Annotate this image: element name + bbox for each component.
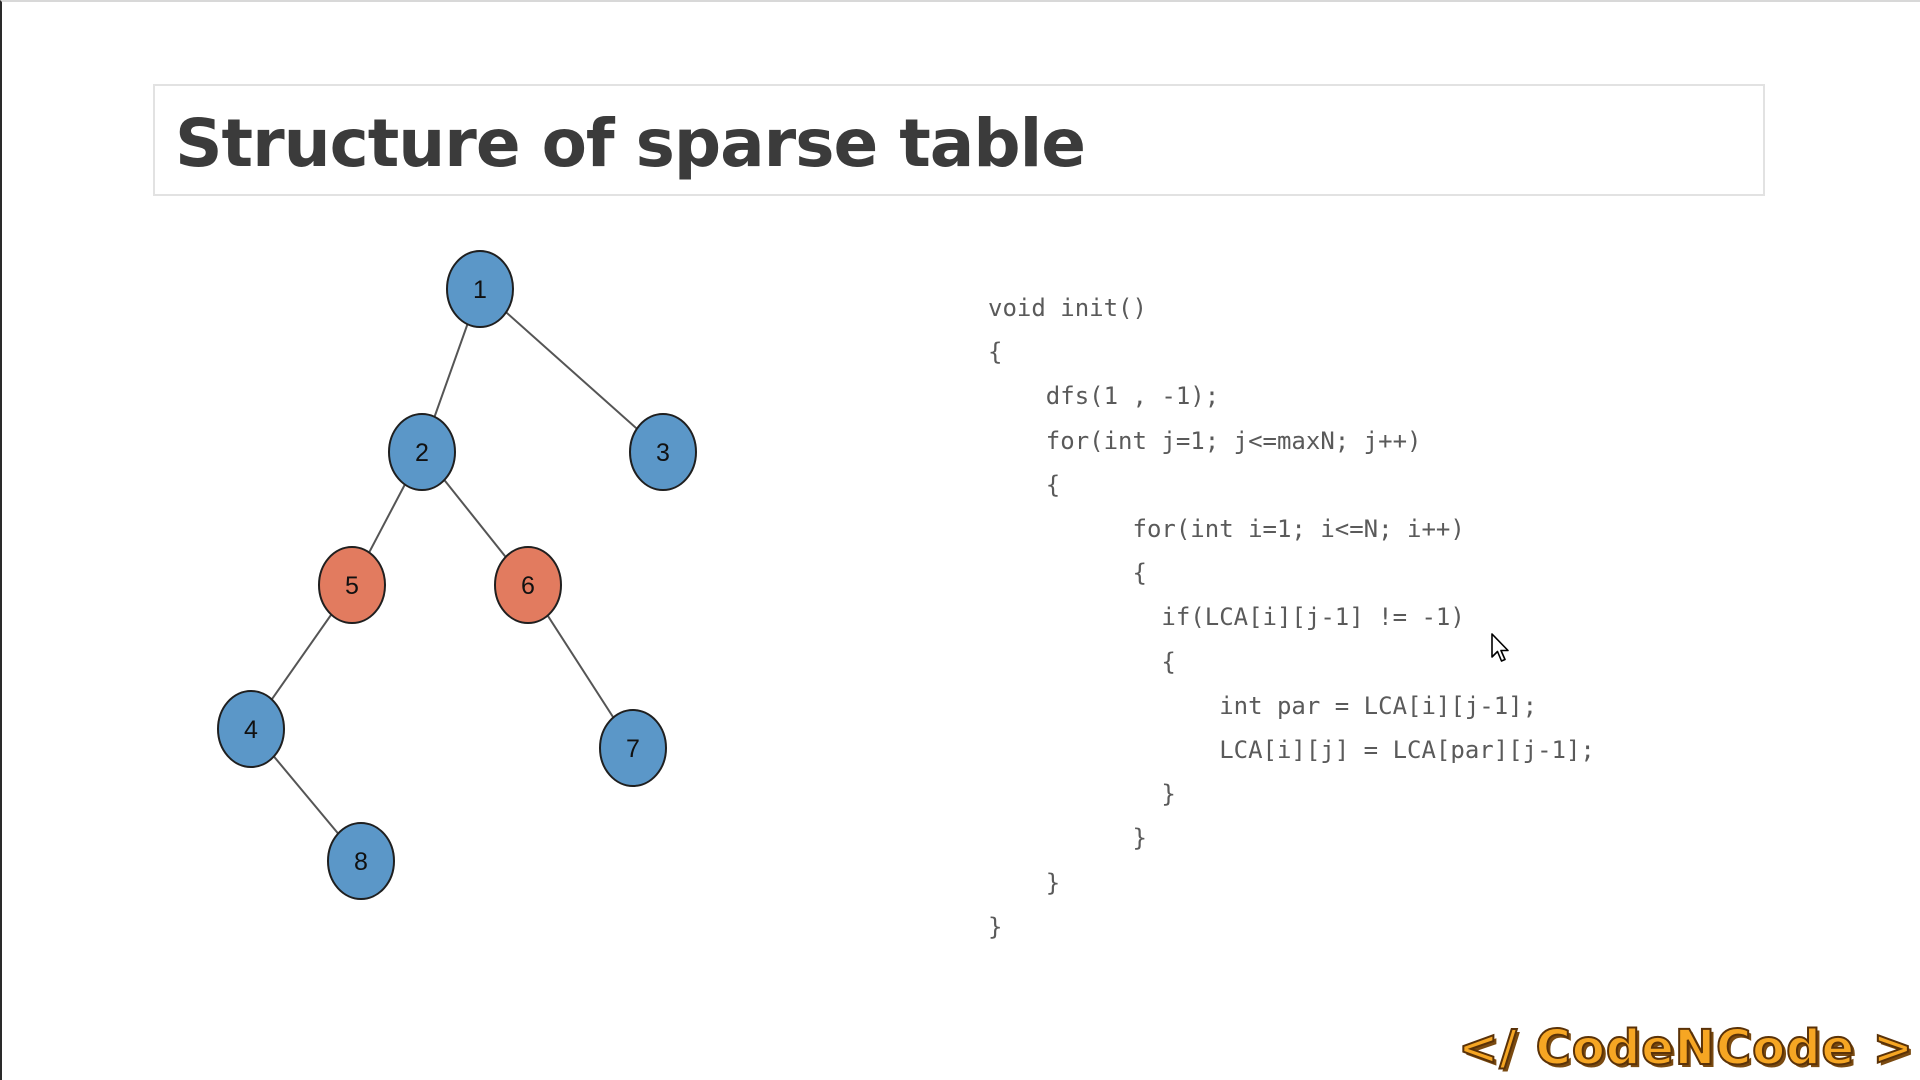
slide-title: Structure of sparse table	[175, 105, 1086, 182]
tree-diagram: 1 2 3 5 6 4 7 8	[217, 250, 697, 900]
tree-node-circle	[599, 709, 667, 787]
tree-node-7: 7	[599, 709, 667, 787]
code-line: void init()	[988, 294, 1147, 322]
code-line: for(int i=1; i<=N; i++)	[988, 515, 1465, 543]
code-line: for(int j=1; j<=maxN; j++)	[988, 426, 1422, 455]
code-line: {	[988, 559, 1147, 588]
tree-node-circle	[629, 413, 697, 491]
tree-node-6: 6	[494, 546, 562, 624]
code-line: LCA[i][j] = LCA[par][j-1];	[988, 736, 1595, 764]
tree-node-label: 3	[656, 439, 670, 467]
tree-node-circle	[217, 690, 285, 768]
tree-nodes: 1 2 3 5 6 4 7 8	[217, 250, 697, 900]
code-line: int par = LCA[i][j-1];	[988, 691, 1538, 720]
code-line: if(LCA[i][j-1] != -1)	[988, 603, 1465, 632]
tree-node-label: 5	[345, 572, 359, 600]
tree-node-label: 8	[354, 848, 368, 876]
code-line: }	[988, 780, 1176, 809]
tree-node-label: 4	[244, 716, 258, 744]
code-line: }	[988, 824, 1147, 853]
codencode-logo: </ CodeNCode >	[1457, 1019, 1914, 1077]
code-line: }	[988, 868, 1061, 897]
tree-node-circle	[446, 250, 514, 328]
tree-node-label: 7	[626, 735, 640, 763]
tree-node-circle	[388, 413, 456, 491]
code-line: }	[988, 912, 1003, 941]
tree-node-label: 1	[473, 276, 487, 304]
tree-node-circle	[494, 546, 562, 624]
title-box: Structure of sparse table	[153, 84, 1765, 196]
tree-node-8: 8	[327, 822, 395, 900]
code-line: {	[988, 470, 1061, 499]
tree-edges	[250, 288, 664, 862]
tree-node-circle	[327, 822, 395, 900]
tree-node-2: 2	[388, 413, 456, 491]
tree-node-1: 1	[446, 250, 514, 328]
tree-node-4: 4	[217, 690, 285, 768]
code-line: dfs(1 , -1);	[988, 382, 1220, 411]
code-line: {	[988, 647, 1176, 676]
tree-node-label: 2	[415, 439, 429, 467]
code-line: {	[988, 338, 1003, 367]
tree-node-circle	[318, 546, 386, 624]
tree-node-5: 5	[318, 546, 386, 624]
tree-node-3: 3	[629, 413, 697, 491]
tree-edge-1-3	[479, 288, 664, 453]
tree-node-label: 6	[521, 572, 535, 600]
mouse-pointer-icon	[1491, 633, 1509, 662]
